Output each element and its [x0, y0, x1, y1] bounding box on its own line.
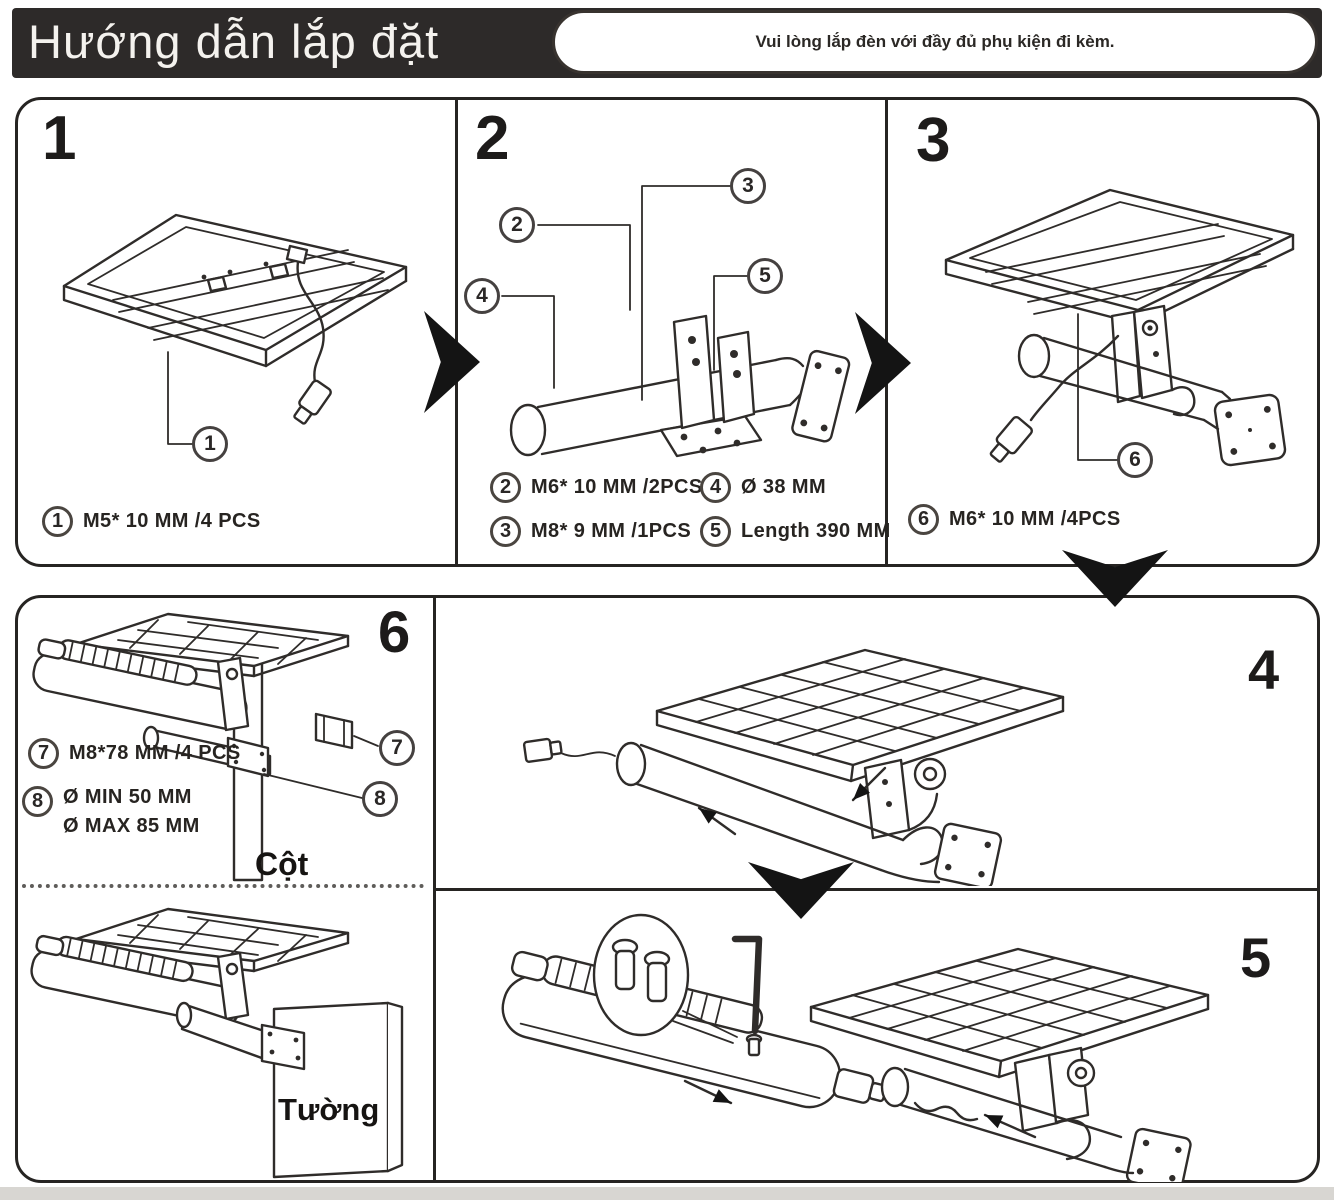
step-number-4: 4 — [1248, 638, 1280, 701]
spec-line-4: 4 Ø 38 MM — [700, 472, 826, 503]
spec-line-8: 8 Ø MIN 50 MM Ø MAX 85 MM — [22, 786, 200, 838]
step-number-5: 5 — [1240, 926, 1272, 989]
callout-7: 7 — [379, 730, 415, 766]
divider-panel2-3 — [885, 100, 888, 564]
wall-label: Tường — [278, 1092, 380, 1127]
step-number-3: 3 — [916, 106, 951, 175]
footer-strip — [0, 1187, 1334, 1200]
callout-3: 3 — [730, 168, 766, 204]
solar-panel-back-drawing — [62, 213, 408, 445]
note-text: Vui lòng lắp đèn với đầy đủ phụ kiện đi … — [755, 32, 1115, 51]
spec-ref-2: 2 — [490, 472, 521, 503]
lamp-head-attachment-drawing — [501, 913, 1210, 1182]
divider-panel4-5 — [433, 888, 1317, 891]
step-number-6: 6 — [378, 600, 411, 665]
divider-panel1-2 — [455, 100, 458, 564]
spec-line-1: 1 M5* 10 MM /4 PCS — [42, 506, 261, 537]
note-pill: Vui lòng lắp đèn với đầy đủ phụ kiện đi … — [552, 10, 1318, 74]
callout-1: 1 — [192, 426, 228, 462]
spec-ref-8: 8 — [22, 786, 53, 817]
page-title: Hướng dẫn lắp đặt — [28, 15, 440, 68]
spec-ref-6: 6 — [908, 504, 939, 535]
callout-4: 4 — [464, 278, 500, 314]
callout-8: 8 — [362, 781, 398, 817]
spec-ref-7: 7 — [28, 738, 59, 769]
spec-ref-5: 5 — [700, 516, 731, 547]
pole-mount-drawing — [32, 612, 379, 882]
spec-line-3: 3 M8* 9 MM /1PCS — [490, 516, 691, 547]
step-number-1: 1 — [42, 104, 77, 173]
spec-line-5: 5 Length 390 MM — [700, 516, 891, 547]
panel-slide-on-arm-drawing — [522, 648, 1065, 886]
spec-line-2: 2 M6* 10 MM /2PCS — [490, 472, 703, 503]
spec-ref-1: 1 — [42, 506, 73, 537]
pole-wall-dotted-divider — [22, 884, 424, 888]
spec-line-6: 6 M6* 10 MM /4PCS — [908, 504, 1121, 535]
spec-line-7: 7 M8*78 MM /4 PCS — [28, 738, 241, 769]
pole-label: Cột — [255, 846, 309, 882]
callout-5: 5 — [747, 258, 783, 294]
callout-6: 6 — [1117, 442, 1153, 478]
step-number-2: 2 — [475, 104, 510, 173]
panel-on-arm-drawing — [944, 188, 1295, 467]
spec-ref-3: 3 — [490, 516, 521, 547]
bracket-and-arm-drawing — [501, 185, 851, 458]
callout-2: 2 — [499, 207, 535, 243]
wall-mount-drawing — [30, 907, 404, 1179]
spec-ref-4: 4 — [700, 472, 731, 503]
